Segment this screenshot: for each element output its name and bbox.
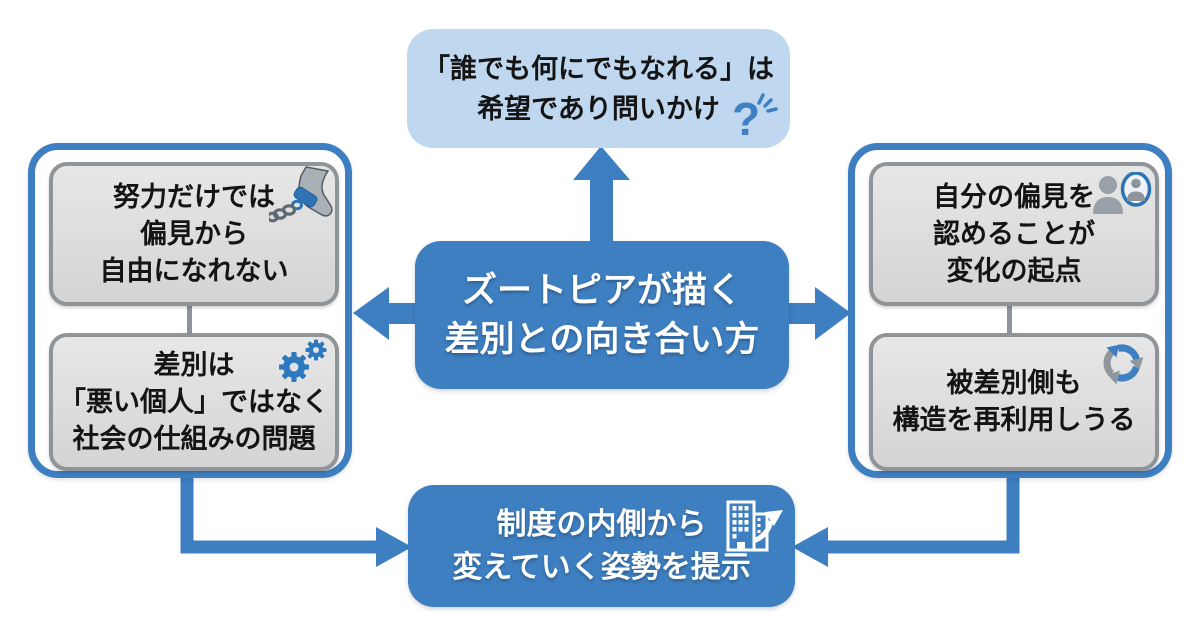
connector-bottom-left: [180, 471, 412, 567]
left-panel: 努力だけでは 偏見から 自由になれない 差別は 「悪い個人」ではなく: [28, 143, 352, 478]
connector-bottom-right: [792, 471, 1020, 567]
left-box-structure-line-3: 社会の仕組みの問題: [72, 423, 316, 454]
center-title-line-1: ズートピアが描く: [461, 271, 742, 310]
arrow-left: [353, 287, 417, 340]
right-box-reuse-line-1: 被差別側も: [946, 368, 1082, 398]
recycle-icon: [1097, 339, 1147, 387]
left-box-structure-line-1: 差別は: [153, 349, 235, 380]
right-box-bias: 自分の偏見を 認めることが 変化の起点: [869, 162, 1159, 306]
top-message-line-1: 「誰でも何にでもなれる」は: [423, 53, 774, 84]
left-panel-connector: [187, 298, 192, 334]
question-glyph: ?: [732, 93, 760, 144]
right-box-bias-line-2: 認めることが: [933, 218, 1095, 249]
center-title-box: ズートピアが描く 差別との向き合い方: [415, 241, 789, 389]
center-title-line-2: 差別との向き合い方: [444, 320, 760, 359]
top-message-box: 「誰でも何にでもなれる」は 希望であり問いかけ ?: [407, 29, 790, 148]
ankle-chain-icon: [266, 166, 333, 226]
left-box-structure-line-2: 「悪い個人」ではなく: [59, 386, 329, 417]
arrow-up: [573, 146, 630, 245]
question-sparkle-icon: ?: [726, 88, 780, 145]
left-box-structure: 差別は 「悪い個人」ではなく 社会の仕組みの問題: [49, 333, 339, 471]
bottom-conclusion-line-2: 変えていく姿勢を提示: [452, 551, 751, 584]
bottom-conclusion-box: 制度の内側から 変えていく姿勢を提示: [408, 485, 795, 607]
building-reform-arrow-icon: [723, 497, 785, 555]
left-box-effort-line-1: 努力だけでは: [113, 181, 275, 212]
bottom-conclusion-line-1: 制度の内側から: [496, 508, 707, 541]
right-box-reuse: 被差別側も 構造を再利用しうる: [869, 333, 1159, 471]
right-panel: 自分の偏見を 認めることが 変化の起点 被差別側も 構造を再利用しうる: [848, 143, 1172, 478]
right-box-reuse-line-2: 構造を再利用しうる: [892, 405, 1136, 435]
right-box-bias-line-3: 変化の起点: [946, 255, 1082, 286]
self-reflection-mirror-icon: [1091, 171, 1153, 222]
top-message-line-2: 希望であり問いかけ: [477, 93, 720, 124]
left-box-effort-line-3: 自由になれない: [99, 255, 289, 286]
arrow-right: [787, 287, 851, 340]
right-panel-connector: [1007, 298, 1012, 334]
gears-icon: [277, 339, 327, 385]
right-box-bias-line-1: 自分の偏見を: [933, 181, 1095, 212]
left-box-effort-line-2: 偏見から: [140, 218, 248, 249]
left-box-effort: 努力だけでは 偏見から 自由になれない: [49, 162, 339, 306]
